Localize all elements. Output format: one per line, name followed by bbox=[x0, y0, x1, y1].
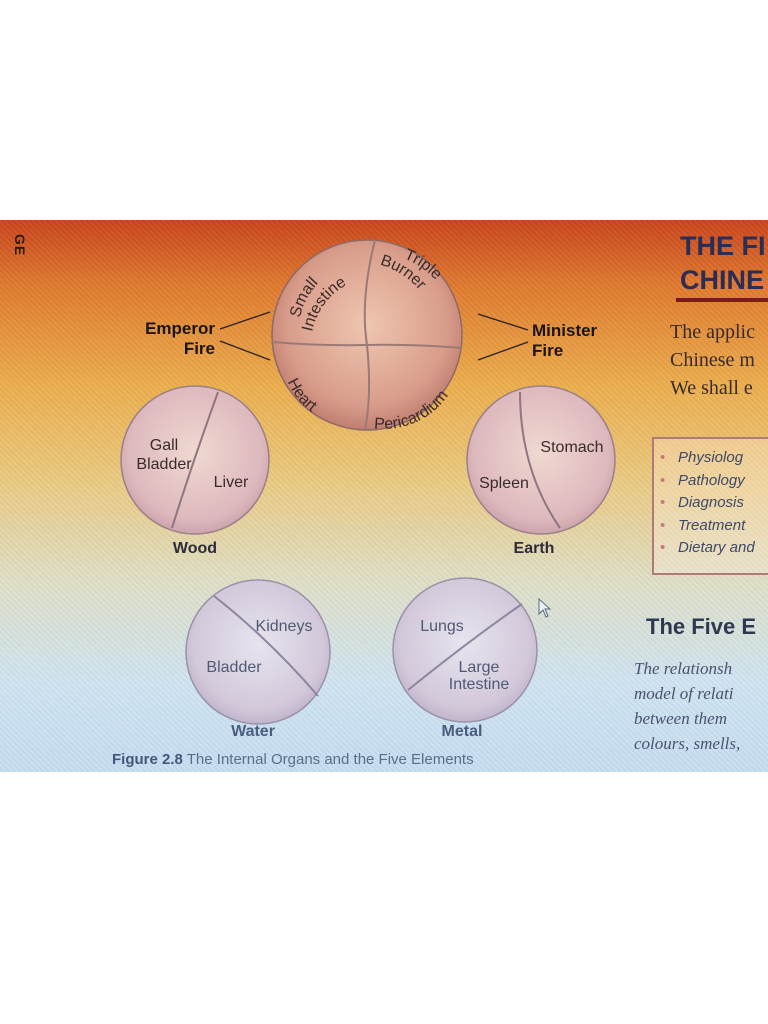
minister-fire-label-1: Minister bbox=[532, 321, 598, 340]
minister-fire-connector bbox=[477, 313, 529, 361]
figure-caption-text: The Internal Organs and the Five Element… bbox=[186, 751, 474, 768]
water-label: Water bbox=[231, 723, 275, 740]
bladder-label: Bladder bbox=[206, 659, 262, 676]
large-intestine-label-2: Intestine bbox=[449, 676, 510, 693]
water-circle: Kidneys Bladder bbox=[185, 579, 331, 725]
list-item: Dietary and bbox=[660, 537, 768, 560]
gall-bladder-label-1: Gall bbox=[150, 437, 178, 454]
figure-caption: Figure 2.8 The Internal Organs and the F… bbox=[112, 751, 474, 768]
wood-label: Wood bbox=[173, 540, 217, 557]
topics-box: Physiolog Pathology Diagnosis Treatment … bbox=[652, 437, 768, 575]
body-paragraph: The relationsh model of relati between t… bbox=[634, 659, 741, 753]
earth-circle: Stomach Spleen bbox=[466, 385, 616, 535]
liver-label: Liver bbox=[214, 474, 249, 491]
heading-rule bbox=[676, 298, 768, 302]
fire-circle: Small Intestine Triple Burner Heart Peri… bbox=[271, 239, 463, 433]
metal-label: Metal bbox=[442, 723, 483, 740]
mouse-pointer-icon bbox=[538, 598, 552, 618]
intro-paragraph: The applic Chinese m We shall e bbox=[670, 321, 755, 399]
metal-circle: Lungs Large Intestine bbox=[392, 577, 538, 723]
list-item: Treatment bbox=[660, 515, 768, 538]
earth-label: Earth bbox=[514, 540, 555, 557]
section-title: The Five E bbox=[646, 614, 757, 639]
chapter-heading: THE FI CHINE bbox=[680, 231, 766, 295]
lungs-label: Lungs bbox=[420, 618, 464, 635]
emperor-fire-label-1: Emperor bbox=[145, 319, 215, 338]
emperor-fire-label-2: Fire bbox=[184, 339, 215, 358]
large-intestine-label-1: Large bbox=[459, 659, 500, 676]
spleen-label: Spleen bbox=[479, 475, 529, 492]
list-item: Diagnosis bbox=[660, 492, 768, 515]
list-item: Pathology bbox=[660, 470, 768, 493]
wood-circle: Gall Bladder Liver bbox=[120, 385, 270, 535]
figure-number: Figure 2.8 bbox=[112, 751, 183, 768]
emperor-fire-connector bbox=[219, 311, 271, 361]
gall-bladder-label-2: Bladder bbox=[136, 456, 192, 473]
minister-fire-label-2: Fire bbox=[532, 341, 563, 360]
stomach-label: Stomach bbox=[540, 439, 603, 456]
list-item: Physiolog bbox=[660, 447, 768, 470]
kidneys-label: Kidneys bbox=[256, 618, 313, 635]
